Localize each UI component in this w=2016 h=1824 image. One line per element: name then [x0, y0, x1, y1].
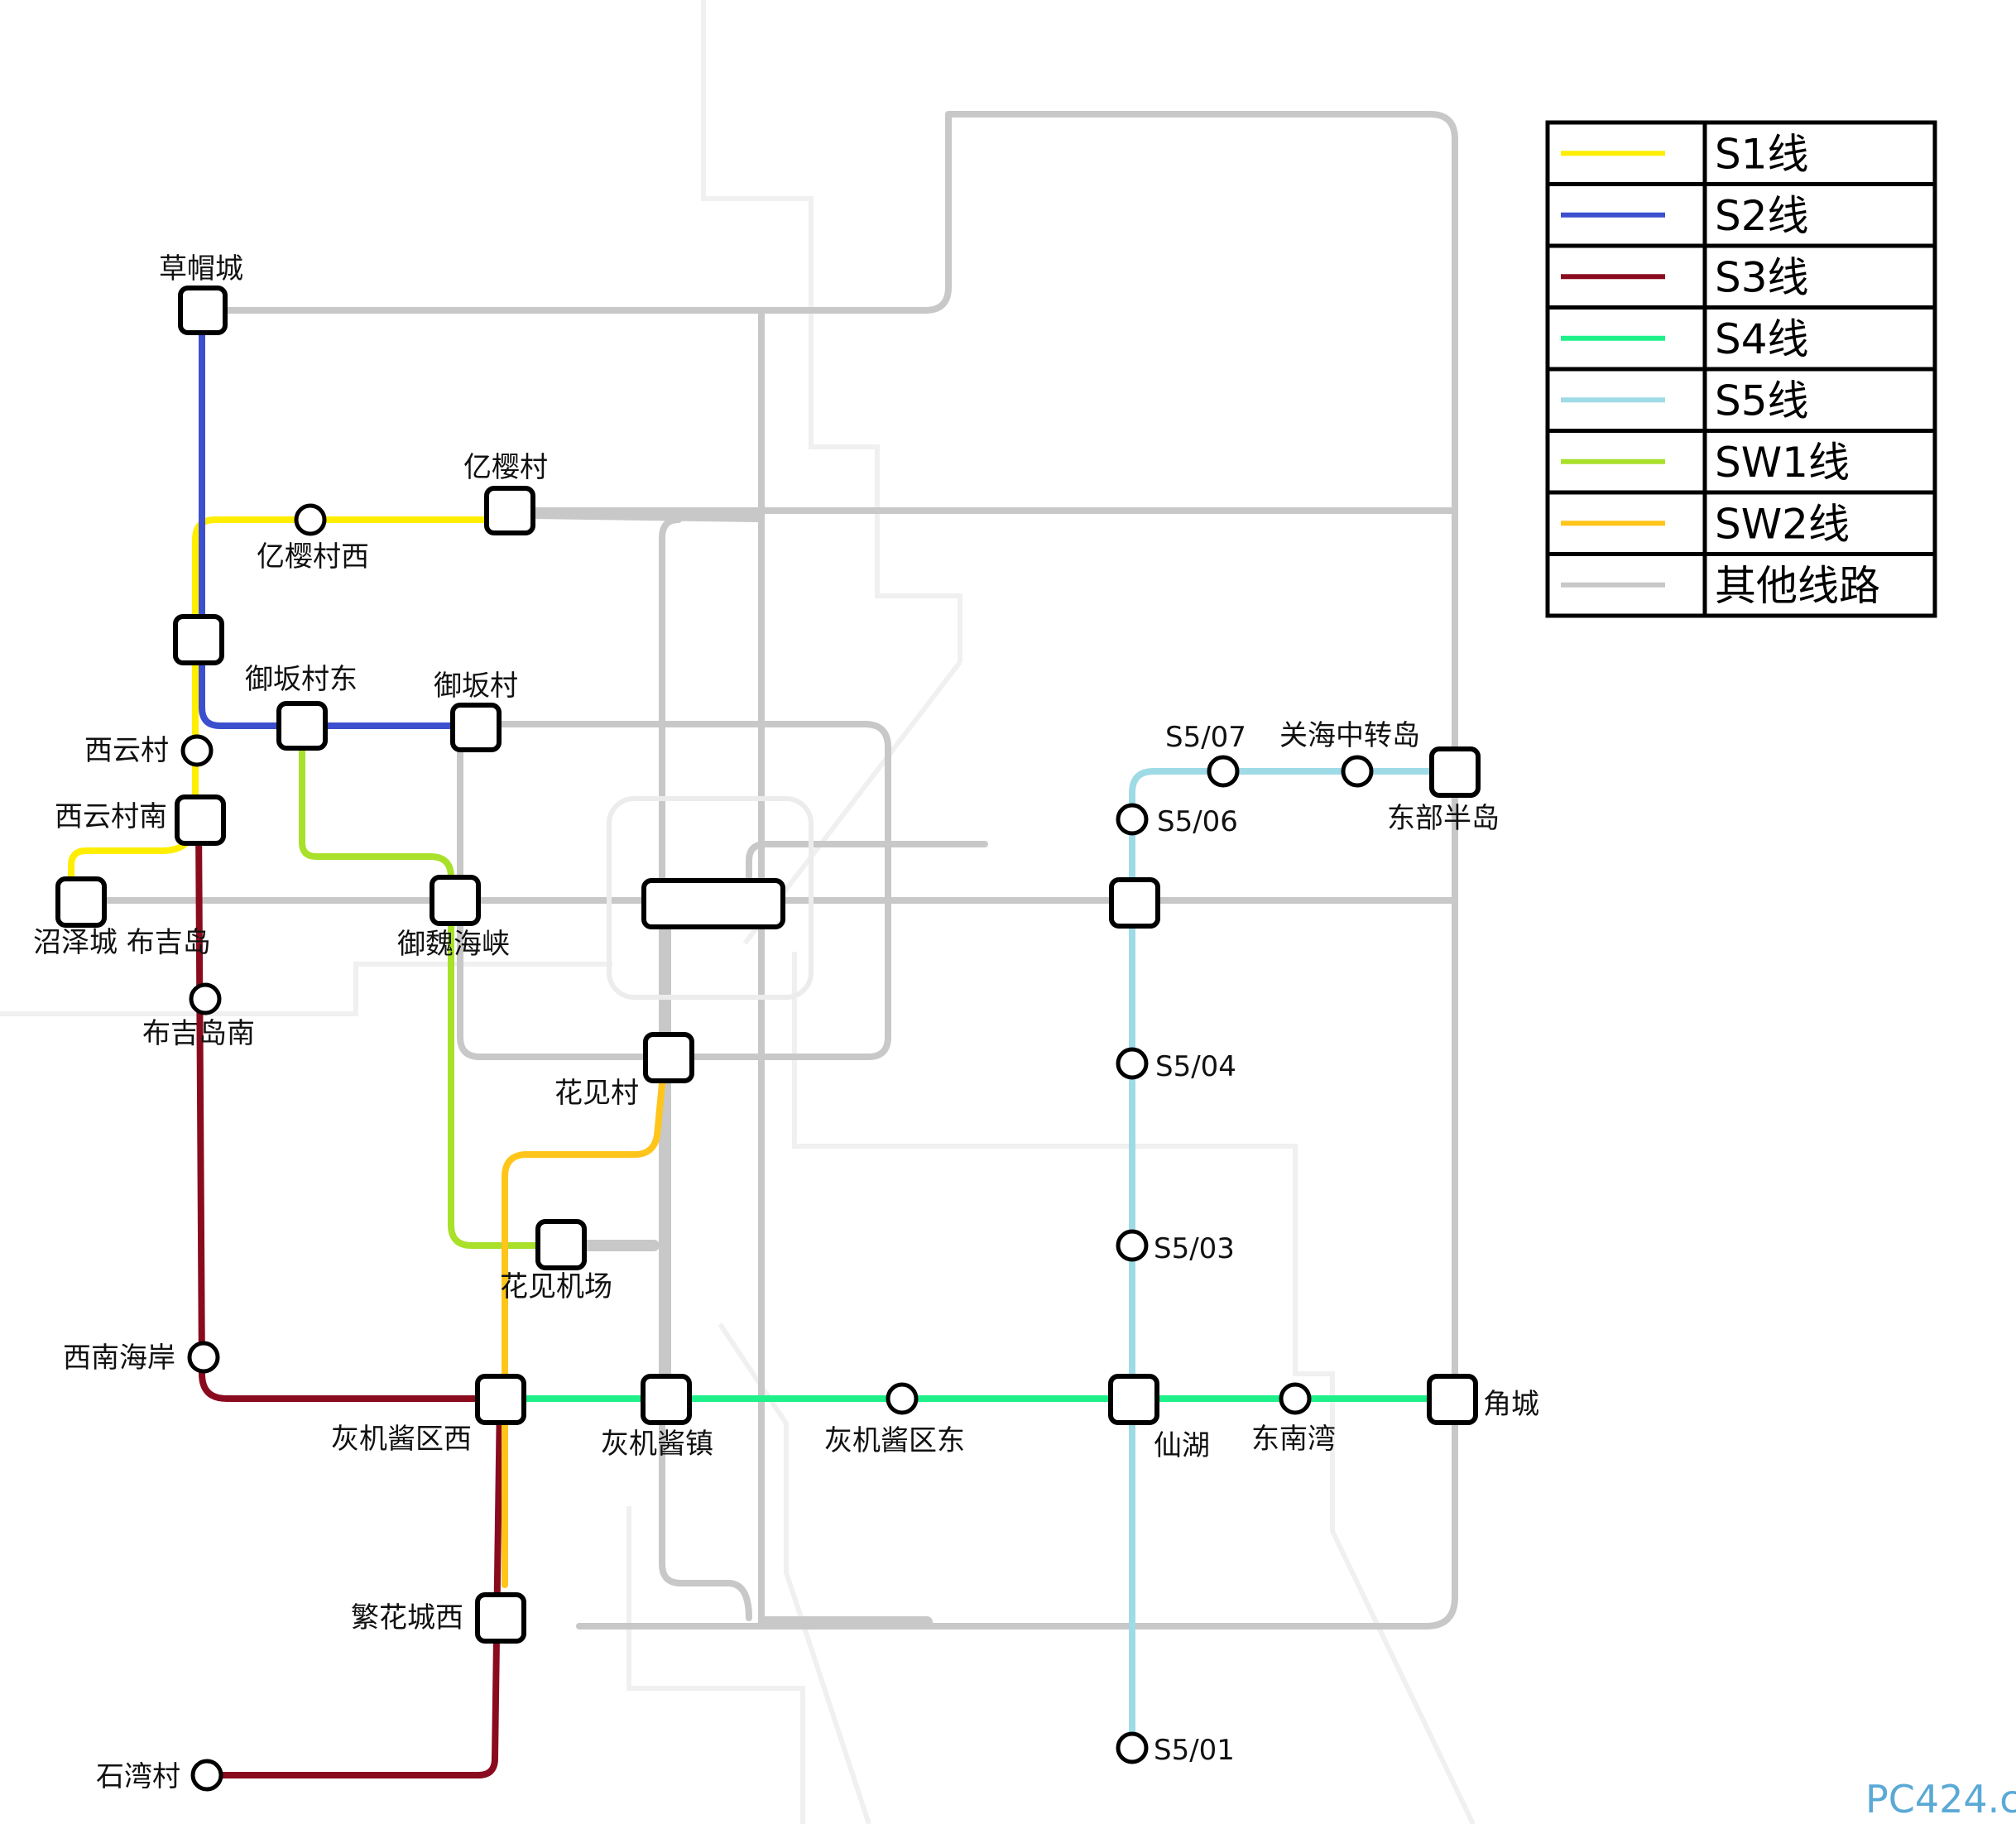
- station-huajiancun: [643, 1032, 694, 1083]
- legend-label: S2线: [1715, 192, 1809, 240]
- station-s5-03: [1116, 1229, 1149, 1262]
- label-xinanhaian: 西南海岸: [63, 1342, 175, 1375]
- label-dongnanwan: 东南湾: [1251, 1423, 1336, 1456]
- s2-line: [199, 307, 479, 729]
- s5-line: [1129, 768, 1452, 1751]
- label-yubancun: 御坂村: [434, 670, 518, 703]
- label-s5-03: S5/03: [1154, 1232, 1235, 1265]
- legend-label: 其他线路: [1715, 562, 1880, 610]
- station-s5-07: [1207, 755, 1240, 788]
- label-yiyingcunxi: 亿樱村西: [257, 540, 369, 574]
- station-yubancun: [450, 703, 502, 752]
- legend-label: SW2线: [1715, 500, 1850, 548]
- station-s5-01: [1116, 1731, 1149, 1764]
- station-huajianjichang: [535, 1219, 587, 1270]
- label-bujidaonan: 布吉岛南: [142, 1017, 255, 1050]
- label-shiwancun: 石湾村: [96, 1760, 180, 1793]
- legend-label: S4线: [1715, 315, 1809, 363]
- station-yubancundong: [276, 701, 328, 751]
- label-xiyuncun: 西云村: [84, 734, 169, 767]
- station-xianhu: [1108, 1374, 1159, 1425]
- label-s5-06: S5/06: [1157, 805, 1238, 838]
- label-jiaocheng: 角城: [1483, 1388, 1539, 1421]
- station-shiwancun: [190, 1759, 223, 1792]
- label-yuweihaixia: 御魏海峡: [397, 928, 510, 961]
- station-huijijiangzhen: [641, 1374, 692, 1425]
- label-caomaocheng: 草帽城: [159, 252, 243, 286]
- station-jiaocheng: [1427, 1374, 1478, 1425]
- station-guanhai: [1341, 755, 1374, 788]
- label-fanhuachengxi: 繁花城西: [351, 1601, 463, 1634]
- label-guanhai: 关海中转岛: [1279, 719, 1420, 752]
- label-zhaozecheng: 沼泽城 布吉岛: [33, 926, 211, 959]
- label-xiyuncunnan: 西云村南: [55, 800, 167, 833]
- label-s5-01: S5/01: [1154, 1734, 1235, 1767]
- sw1-line: [299, 722, 566, 1249]
- legend-label: S5线: [1715, 377, 1809, 425]
- other-lines-thick: [527, 507, 933, 1628]
- station-zhaozecheng: [55, 876, 107, 928]
- station-s1-s2-junction: [173, 614, 224, 665]
- label-yiyingcun: 亿樱村: [463, 451, 548, 484]
- legend-label: S1线: [1715, 130, 1809, 178]
- label-yubancundong: 御坂村东: [245, 663, 358, 696]
- station-yiyingcun: [484, 486, 535, 535]
- station-huijijiangqudong: [886, 1382, 919, 1415]
- station-east-hub: [1109, 877, 1160, 929]
- station-xiyuncun: [180, 734, 214, 767]
- other-lines-loop: [607, 796, 814, 1000]
- background-roads: [0, 0, 1476, 1824]
- label-huajiancun: 花见村: [554, 1077, 639, 1110]
- other-lines: [75, 111, 1458, 1630]
- station-xiyuncunnan: [175, 794, 226, 846]
- legend-label: S3线: [1715, 253, 1809, 301]
- sw2-line: [502, 1054, 668, 1588]
- station-fanhuachengxi: [475, 1592, 526, 1644]
- label-s5-04: S5/04: [1155, 1050, 1236, 1083]
- station-s5-06: [1116, 803, 1149, 836]
- legend-label: SW1线: [1715, 439, 1850, 487]
- label-huajianjichang: 花见机场: [500, 1270, 612, 1303]
- station-yuweihaixia: [430, 875, 481, 926]
- station-huijijiangquxi: [475, 1374, 526, 1425]
- label-xianhu: 仙湖: [1154, 1429, 1210, 1462]
- station-s5-04: [1116, 1047, 1149, 1080]
- station-xinanhaian: [187, 1341, 220, 1374]
- station-caomaocheng: [178, 286, 228, 335]
- label-huijijiangqudong: 灰机酱区东: [824, 1424, 965, 1457]
- watermark: PC424.com: [1865, 1777, 2016, 1822]
- station-central-hub: [641, 878, 785, 929]
- label-huijijiangquxi: 灰机酱区西: [331, 1423, 472, 1456]
- station-dongnanwan: [1279, 1382, 1312, 1415]
- station-dongbubandao: [1429, 746, 1481, 798]
- label-s5-07: S5/07: [1165, 721, 1246, 754]
- station-bujidaonan: [189, 982, 222, 1015]
- label-dongbubandao: 东部半岛: [1387, 802, 1500, 835]
- label-huijijiangzhen: 灰机酱镇: [601, 1428, 713, 1461]
- station-yiyingcunxi: [294, 503, 327, 536]
